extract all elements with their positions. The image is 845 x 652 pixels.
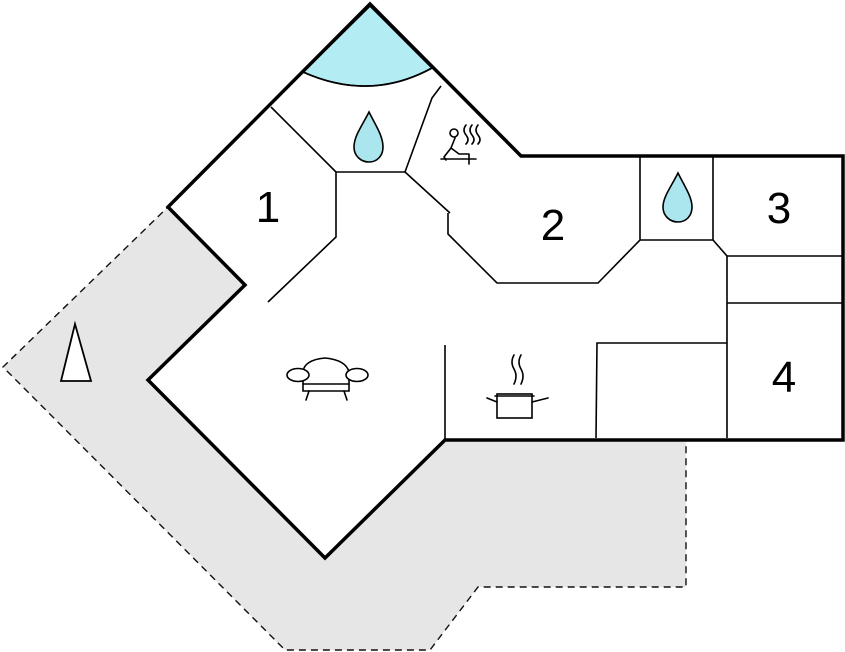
cooking-pot-icon [486,354,549,419]
parasol-icon [59,320,93,382]
water-drop-icon [353,110,384,163]
room-label-2: 2 [541,201,565,250]
sauna-icon [440,124,481,165]
outer-walls [145,1,845,561]
terrace-area [2,206,687,651]
room-label-1: 1 [256,183,280,232]
water-drop-icon [662,171,693,223]
sofa-icon [286,357,369,401]
room-label-4: 4 [772,353,796,402]
interior-walls [267,67,843,441]
room-label-3: 3 [767,184,791,233]
